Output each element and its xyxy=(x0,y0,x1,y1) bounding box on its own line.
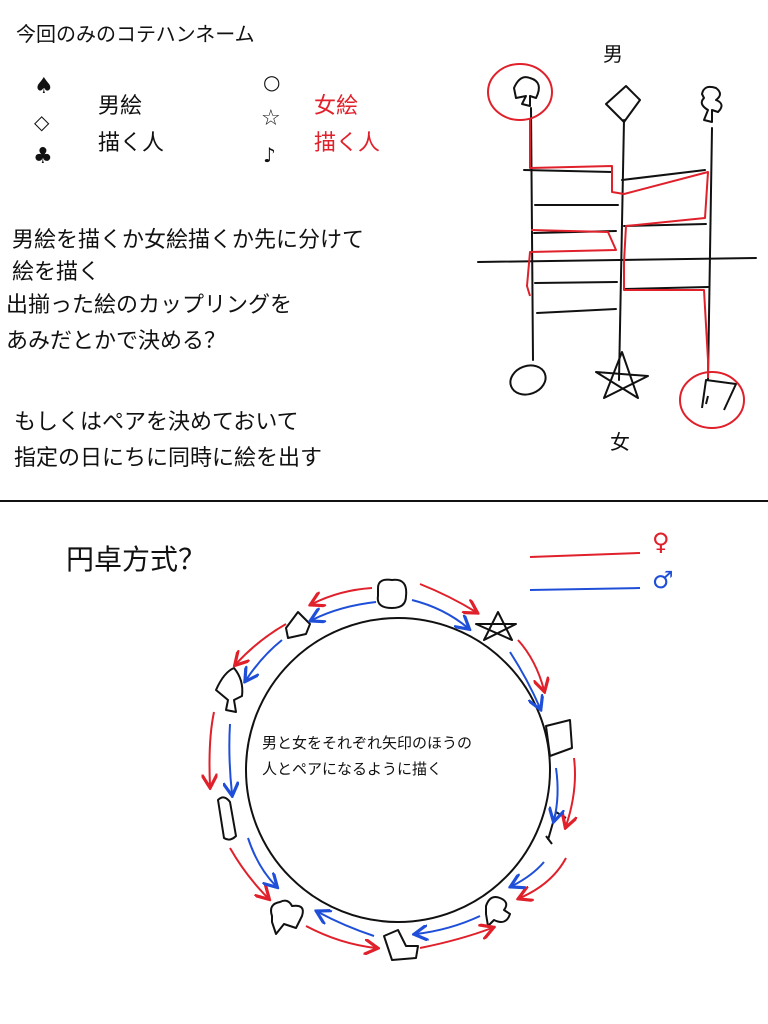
legend-male-symbol: ♂ xyxy=(652,566,674,594)
seat-star-icon xyxy=(475,611,517,641)
star-symbol: ☆ xyxy=(261,106,281,131)
selection-circle-bottom xyxy=(679,371,745,429)
legend-red-line xyxy=(529,552,641,558)
amida-male-label: 男 xyxy=(603,42,623,66)
amida-red-path-2 xyxy=(526,229,617,297)
club-symbol: ♣ xyxy=(33,144,53,169)
amida-female-label: 女 xyxy=(610,430,630,454)
note-doodle-icon xyxy=(701,379,737,411)
diamond-doodle-icon xyxy=(605,85,641,123)
round-table-title: 円卓方式？ xyxy=(66,543,207,576)
seat-diamond-left-icon xyxy=(217,796,237,841)
spade-doodle-icon xyxy=(513,76,540,107)
paragraph-1-line-2: 絵を描く xyxy=(12,260,101,285)
club-doodle-icon xyxy=(700,85,723,123)
amida-vertical-1 xyxy=(530,107,534,361)
male-group-label: 男絵 xyxy=(98,94,143,119)
note-symbol: ♪ xyxy=(263,143,276,167)
legend-blue-line xyxy=(529,587,641,591)
seat-circle-icon xyxy=(376,578,408,609)
amida-vertical-3 xyxy=(707,127,713,381)
amida-diagram xyxy=(477,63,757,429)
seat-club-right-icon xyxy=(485,896,511,927)
amida-vertical-2 xyxy=(618,119,625,381)
female-group-label: 女絵 xyxy=(314,94,359,119)
seat-club-top-icon xyxy=(285,611,311,639)
round-table xyxy=(245,617,551,923)
seat-square-icon xyxy=(545,719,573,757)
center-instruction-line-2: 人とペアになるように描く xyxy=(262,760,443,778)
amida-red-path-1 xyxy=(529,118,709,378)
selection-circle-top xyxy=(487,63,553,121)
center-instruction-line-1: 男と女をそれぞれ矢印のほうの xyxy=(262,734,473,752)
seat-diamond-bottom-icon xyxy=(383,929,419,961)
seat-club-left-icon xyxy=(270,899,304,935)
paragraph-2-line-2: 指定の日にちに同時に絵を出す xyxy=(14,446,323,471)
spade-symbol: ♠ xyxy=(34,74,54,99)
paragraph-1-line-3: 出揃った絵のカップリングを xyxy=(6,293,293,318)
paragraph-1-line-4: あみだとかで決める？ xyxy=(6,329,227,354)
circle-doodle-icon xyxy=(509,364,547,396)
legend-female-symbol: ♀ xyxy=(652,528,670,556)
female-group-label-2: 描く人 xyxy=(314,131,381,156)
circle-symbol: ○ xyxy=(263,70,281,94)
diamond-symbol: ◇ xyxy=(34,110,50,134)
section-divider xyxy=(0,500,768,502)
seat-spade-icon xyxy=(215,667,244,713)
male-group-label-2: 描く人 xyxy=(98,131,165,156)
paragraph-1-line-1: 男絵を描くか女絵描くか先に分けて xyxy=(12,228,365,253)
star-doodle-icon xyxy=(595,351,649,399)
section-title-handle-names: 今回のみのコテハンネーム xyxy=(16,22,255,46)
paragraph-2-line-1: もしくはペアを決めておいて xyxy=(14,410,299,435)
seat-note-icon xyxy=(545,811,567,845)
